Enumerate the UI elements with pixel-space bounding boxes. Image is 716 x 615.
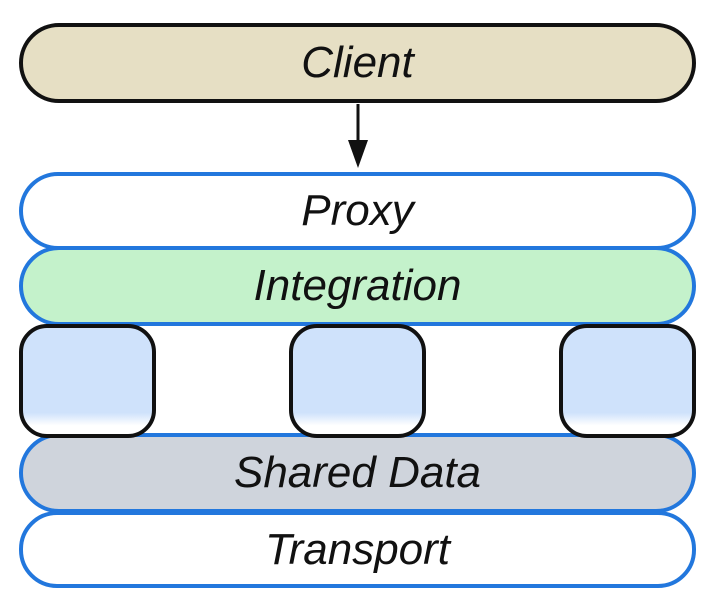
shared-data-label: Shared Data (233, 448, 482, 497)
integration-layer: Integration (19, 246, 696, 326)
transport-label: Transport (264, 524, 451, 574)
module-box-right (559, 324, 696, 438)
proxy-layer: Proxy (19, 172, 696, 250)
integration-label: Integration (253, 261, 462, 310)
module-box-left (19, 324, 156, 438)
client-label: Client (301, 38, 414, 87)
transport-layer: Transport (19, 511, 696, 588)
module-box-center (289, 324, 426, 438)
client-layer: Client (19, 23, 696, 103)
proxy-label: Proxy (301, 186, 414, 235)
shared-data-layer: Shared Data (19, 433, 696, 513)
